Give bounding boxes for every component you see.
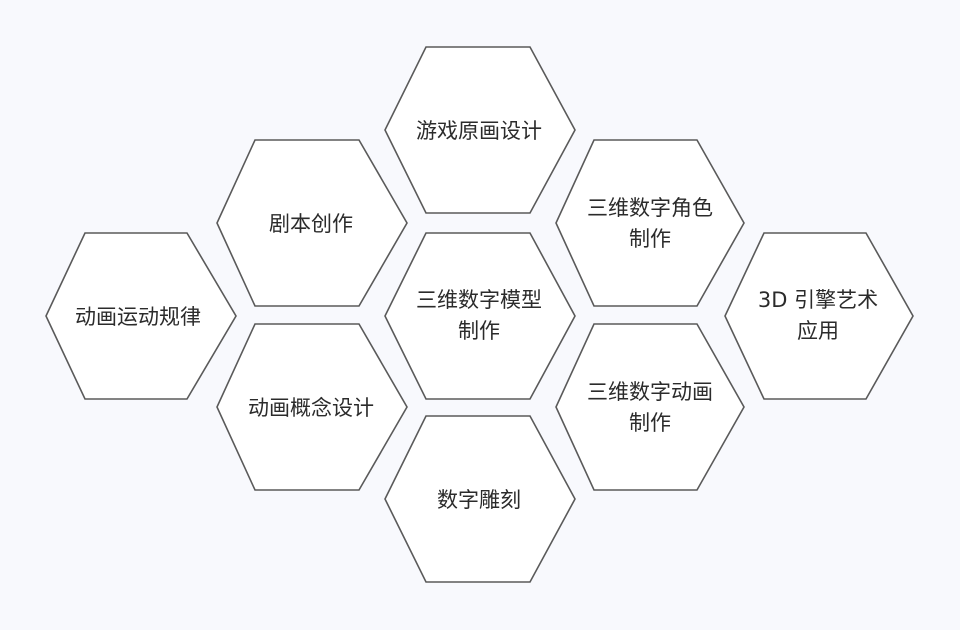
hex-3d-animation-shape	[555, 323, 745, 491]
hex-3d-engine-shape	[724, 232, 914, 400]
hex-script-writing-shape	[216, 139, 408, 307]
hex-animation-concept-shape	[216, 323, 408, 491]
hex-script-writing-label: 剧本创作	[269, 212, 353, 236]
hex-digital-sculpting-label: 数字雕刻	[437, 488, 521, 512]
hex-3d-character-label-line1: 三维数字角色	[587, 196, 713, 220]
hex-3d-animation-label-line1: 三维数字动画	[587, 380, 713, 404]
hex-3d-character-shape	[555, 139, 745, 307]
hex-3d-animation-label-line2: 制作	[629, 411, 671, 435]
hex-animation-motion-label: 动画运动规律	[75, 305, 201, 329]
hex-3d-model: 三维数字模型 制作	[384, 232, 576, 400]
hex-3d-animation: 三维数字动画 制作	[555, 323, 745, 491]
hex-animation-concept-label: 动画概念设计	[248, 396, 374, 420]
hex-3d-character-label-line2: 制作	[629, 227, 671, 251]
hex-3d-engine-label-line1: 3D 引擎艺术	[758, 288, 878, 312]
hex-animation-concept: 动画概念设计	[216, 323, 408, 491]
hex-3d-model-label-line1: 三维数字模型	[416, 288, 542, 312]
hex-game-concept-art-label: 游戏原画设计	[416, 119, 542, 143]
hex-3d-engine-label-line2: 应用	[797, 319, 839, 343]
hex-animation-motion: 动画运动规律	[45, 232, 237, 400]
hex-digital-sculpting-shape	[384, 415, 576, 583]
hex-3d-engine: 3D 引擎艺术 应用	[724, 232, 914, 400]
hex-3d-model-label-line2: 制作	[458, 319, 500, 343]
hex-3d-model-shape	[384, 232, 576, 400]
hex-game-concept-art-shape	[384, 46, 576, 214]
hex-game-concept-art: 游戏原画设计	[384, 46, 576, 214]
hex-animation-motion-shape	[45, 232, 237, 400]
hex-script-writing: 剧本创作	[216, 139, 408, 307]
hex-digital-sculpting: 数字雕刻	[384, 415, 576, 583]
hex-3d-character: 三维数字角色 制作	[555, 139, 745, 307]
